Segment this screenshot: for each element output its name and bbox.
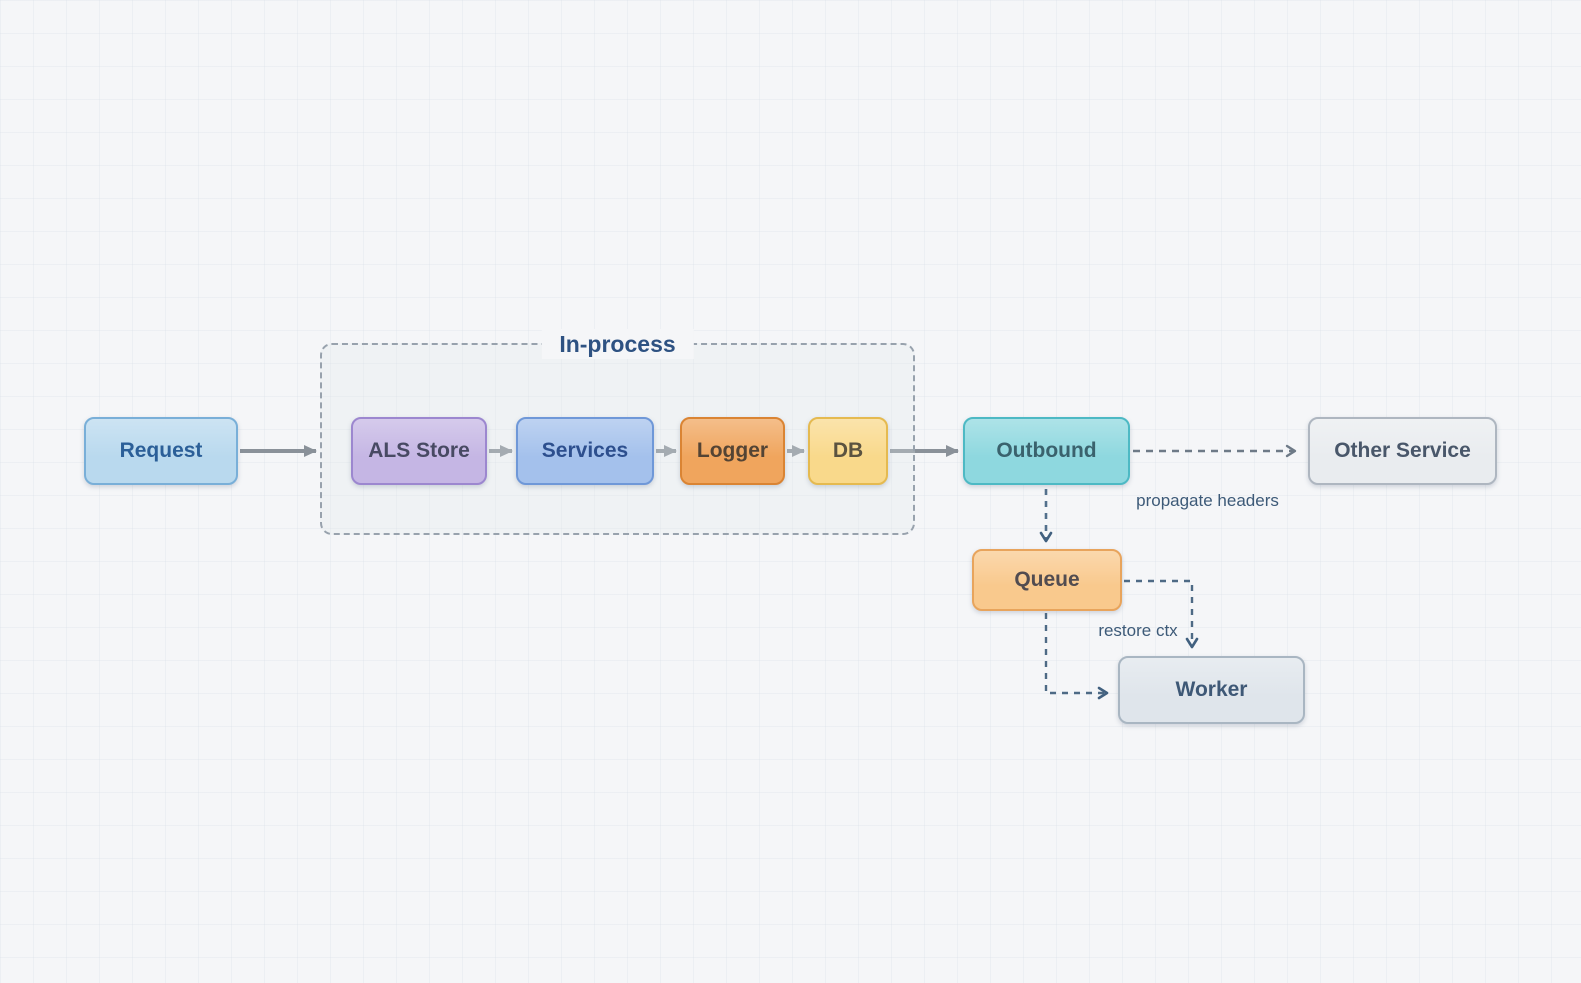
node-services-label: Services xyxy=(541,439,629,462)
node-db: DB xyxy=(808,417,888,485)
edge-label-propagate-headers: propagate headers xyxy=(1136,491,1279,510)
node-outbound: Outbound xyxy=(963,417,1130,485)
node-worker-label: Worker xyxy=(1175,678,1248,701)
node-logger-label: Logger xyxy=(696,439,769,462)
node-other-service-label: Other Service xyxy=(1334,439,1471,462)
in-process-group-label: In-process xyxy=(541,329,694,359)
node-request: Request xyxy=(84,417,238,485)
node-als-store: ALS Store xyxy=(351,417,487,485)
node-logger: Logger xyxy=(680,417,785,485)
node-queue-label: Queue xyxy=(1014,568,1080,591)
node-other-service: Other Service xyxy=(1308,417,1497,485)
node-als-store-label: ALS Store xyxy=(368,439,470,462)
node-worker: Worker xyxy=(1118,656,1305,724)
node-request-label: Request xyxy=(119,439,203,462)
node-outbound-label: Outbound xyxy=(996,439,1097,462)
edge-label-restore-ctx: restore ctx xyxy=(1098,621,1178,640)
node-queue: Queue xyxy=(972,549,1122,611)
node-services: Services xyxy=(516,417,654,485)
node-db-label: DB xyxy=(832,439,864,462)
